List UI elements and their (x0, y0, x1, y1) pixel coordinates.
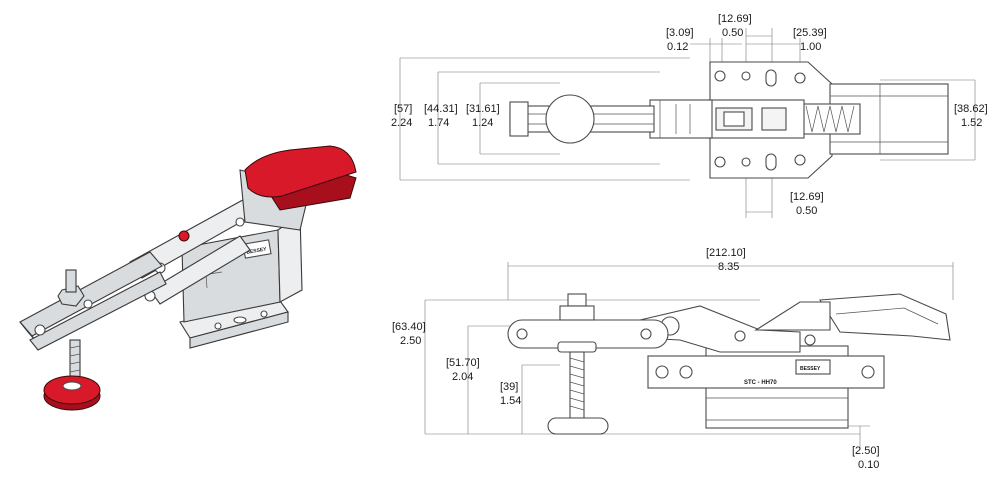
svg-text:2.04: 2.04 (452, 371, 473, 383)
svg-text:[12.69]: [12.69] (790, 191, 824, 203)
svg-text:1.52: 1.52 (961, 117, 982, 129)
svg-text:0.50: 0.50 (796, 205, 817, 217)
dim-label-51-70: [51.70] 2.04 (446, 357, 480, 383)
side-handle (819, 293, 951, 341)
side-view-dimension-labels: [212.10] 8.35 [63.40] 2.50 [51.70] 2.04 … (392, 247, 880, 471)
svg-text:BESSEY: BESSEY (246, 246, 268, 256)
iso-red-pin (178, 230, 190, 242)
top-view-dimension-labels: [3.09] 0.12 [12.69] 0.50 [25.39] 1.00 [5… (391, 13, 988, 217)
side-hex-nut (559, 305, 595, 321)
svg-text:2.50: 2.50 (400, 335, 421, 347)
top-spindle-circle (545, 94, 595, 144)
svg-text:[38.62]: [38.62] (954, 103, 988, 115)
side-view: BESSEY STC - HH70 (424, 262, 954, 450)
svg-text:0.10: 0.10 (858, 459, 879, 471)
dim-label-25-39: [25.39] 1.00 (793, 27, 827, 53)
dim-label-63-40: [63.40] 2.50 (392, 321, 426, 347)
top-spring (799, 103, 861, 135)
svg-text:[57]: [57] (394, 103, 412, 115)
svg-text:[212.10]: [212.10] (706, 247, 746, 259)
svg-text:[12.69]: [12.69] (718, 13, 752, 25)
dim-label-2-50: [2.50] 0.10 (852, 445, 880, 471)
top-view (399, 28, 976, 218)
iso-hex-nut (57, 285, 85, 307)
dim-label-38-62: [38.62] 1.52 (954, 103, 988, 129)
svg-text:1.74: 1.74 (428, 117, 449, 129)
svg-text:BESSEY: BESSEY (800, 366, 821, 372)
svg-text:8.35: 8.35 (718, 261, 739, 273)
svg-text:[3.09]: [3.09] (666, 27, 694, 39)
side-model-label: STC - HH70 (744, 380, 777, 386)
svg-text:1.00: 1.00 (800, 41, 821, 53)
svg-text:[63.40]: [63.40] (392, 321, 426, 333)
dim-label-44-31: [44.31] 1.74 (424, 103, 458, 129)
svg-text:[25.39]: [25.39] (793, 27, 827, 39)
svg-text:0.50: 0.50 (722, 27, 743, 39)
isometric-view: BESSEY (19, 145, 357, 411)
dim-label-212-10: [212.10] 8.35 (706, 247, 746, 273)
svg-text:1.54: 1.54 (500, 395, 521, 407)
top-linkage (649, 99, 713, 139)
svg-text:1.24: 1.24 (472, 117, 493, 129)
dim-label-31-61: [31.61] 1.24 (466, 103, 500, 129)
svg-text:[51.70]: [51.70] (446, 357, 480, 369)
svg-text:[44.31]: [44.31] (424, 103, 458, 115)
svg-text:[2.50]: [2.50] (852, 445, 880, 457)
side-spindle-top (567, 293, 587, 307)
dim-label-12-69-top: [12.69] 0.50 (718, 13, 752, 39)
side-brand-plate (795, 359, 831, 375)
svg-text:0.12: 0.12 (667, 41, 688, 53)
side-foot-pad (547, 417, 609, 435)
dim-label-12-69-bottom: [12.69] 0.50 (790, 191, 824, 217)
dim-label-57: [57] 2.24 (391, 103, 412, 129)
svg-text:[39]: [39] (500, 381, 518, 393)
iso-red-handle (244, 145, 357, 198)
dim-label-39: [39] 1.54 (500, 381, 521, 407)
svg-text:[31.61]: [31.61] (466, 103, 500, 115)
svg-text:2.24: 2.24 (391, 117, 412, 129)
dim-label-3-09: [3.09] 0.12 (666, 27, 694, 53)
